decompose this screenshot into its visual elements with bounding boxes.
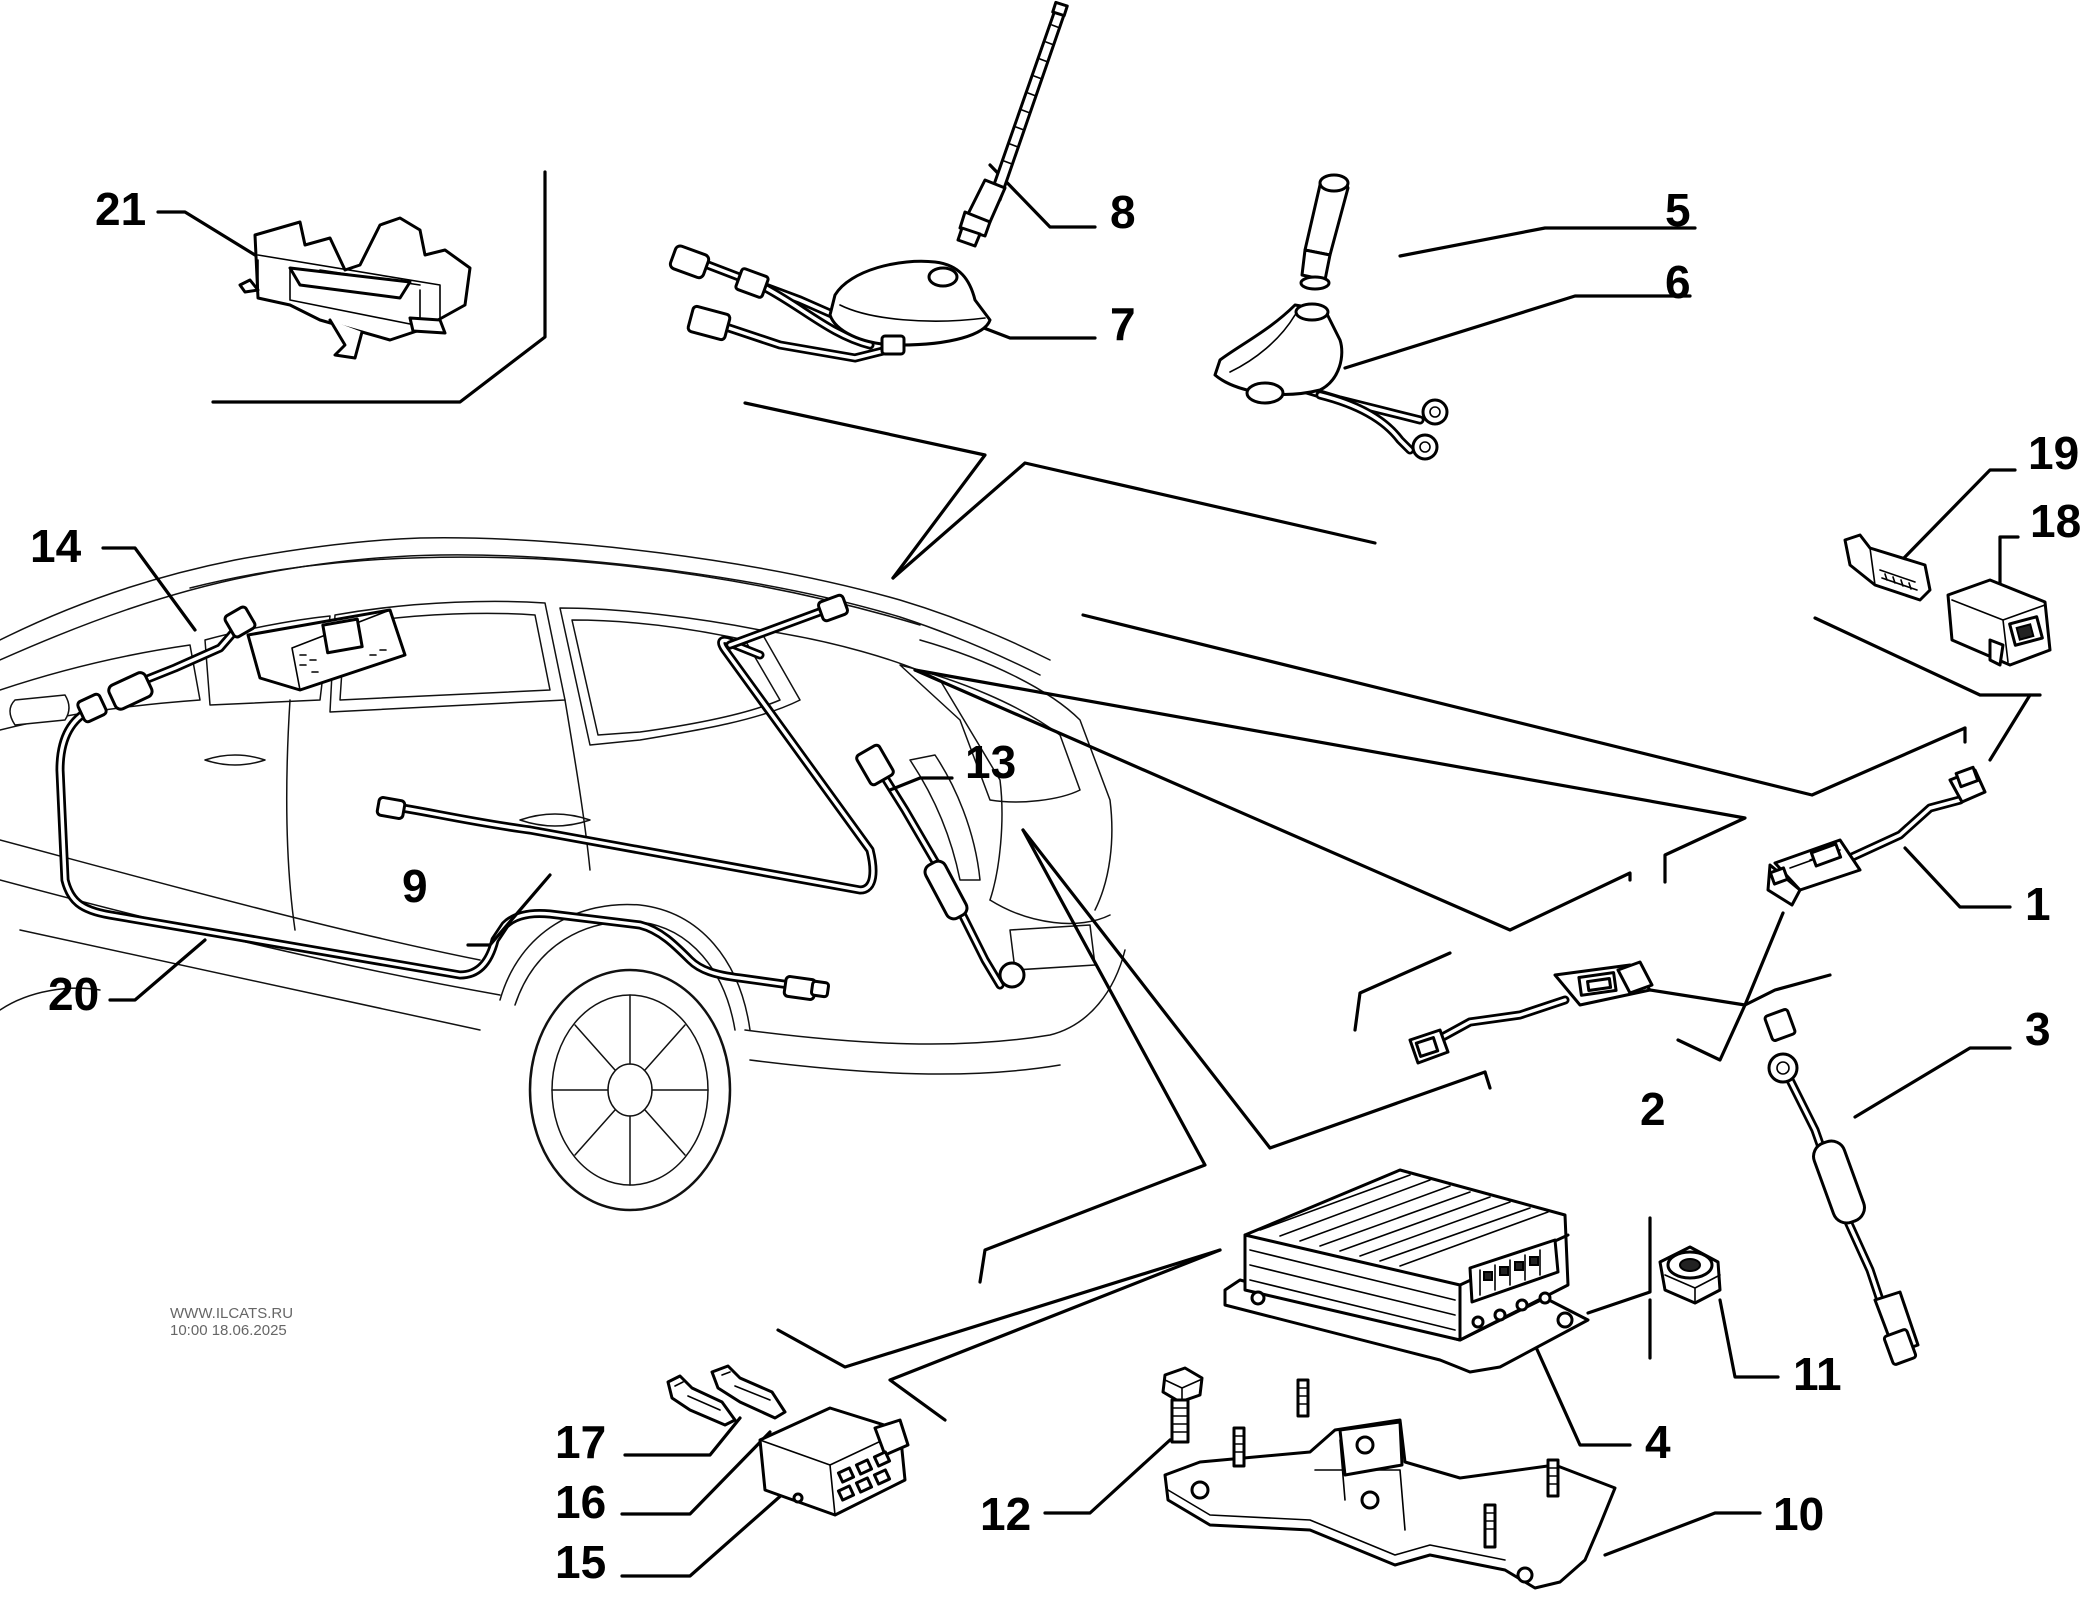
- connector-block-15: [758, 1406, 910, 1517]
- callout-7: 7: [1110, 298, 1136, 350]
- callout-2: 2: [1640, 1083, 1666, 1135]
- callout-17: 17: [555, 1416, 606, 1468]
- suppressor-cable-13: [855, 743, 1026, 990]
- antenna-cable-2: [1408, 960, 1654, 1065]
- callout-10: 10: [1773, 1488, 1824, 1540]
- connector-19: [1843, 533, 1932, 602]
- callout-12: 12: [980, 1488, 1031, 1540]
- connector-housing-18: [1946, 578, 2052, 667]
- watermark: WWW.ILCATS.RU 10:00 18.06.2025: [170, 1305, 293, 1339]
- watermark-timestamp: 10:00 18.06.2025: [170, 1322, 287, 1339]
- bolt-12: [1161, 1366, 1204, 1444]
- callout-20: 20: [48, 968, 99, 1020]
- callout-6: 6: [1665, 256, 1691, 308]
- callout-8: 8: [1110, 186, 1136, 238]
- antenna-amplifier-14: [107, 605, 407, 711]
- leader-lines: [101, 163, 2042, 1578]
- callout-18: 18: [2030, 495, 2081, 547]
- callout-3: 3: [2025, 1003, 2051, 1055]
- antenna-cable-9: [375, 593, 878, 895]
- callout-5: 5: [1665, 184, 1691, 236]
- antenna-mast-5: [1299, 173, 1350, 291]
- callout-9: 9: [402, 860, 428, 912]
- callout-4: 4: [1645, 1416, 1671, 1468]
- callout-1: 1: [2025, 878, 2051, 930]
- antenna-mast-8: [956, 0, 1069, 248]
- mounting-bracket-10: [1163, 1378, 1617, 1590]
- antenna-base-7: [668, 244, 992, 363]
- antenna-base-6: [1213, 302, 1449, 461]
- callout-11: 11: [1793, 1348, 1842, 1400]
- watermark-site: WWW.ILCATS.RU: [170, 1305, 293, 1322]
- callout-13: 13: [965, 736, 1016, 788]
- nut-11: [1658, 1245, 1722, 1305]
- bracket-21: [238, 216, 472, 360]
- callout-16: 16: [555, 1476, 606, 1528]
- callout-labels: 1 2 3 4 5 6 7 8 9 10 11 12 13 14 15 16 1…: [30, 183, 2081, 1588]
- antenna-cable-20: [55, 692, 831, 1001]
- antenna-module-1: [1766, 765, 1987, 907]
- callout-21: 21: [95, 183, 146, 235]
- ground-cable-3: [1763, 1008, 1920, 1366]
- terminal-16: [710, 1364, 787, 1420]
- callout-15: 15: [555, 1536, 606, 1588]
- rear-wheel: [528, 968, 732, 1212]
- callout-14: 14: [30, 520, 82, 572]
- amplifier-module-4: [1223, 1168, 1590, 1374]
- callout-19: 19: [2028, 427, 2079, 479]
- car-body: [0, 537, 1126, 1075]
- terminal-17: [666, 1374, 737, 1427]
